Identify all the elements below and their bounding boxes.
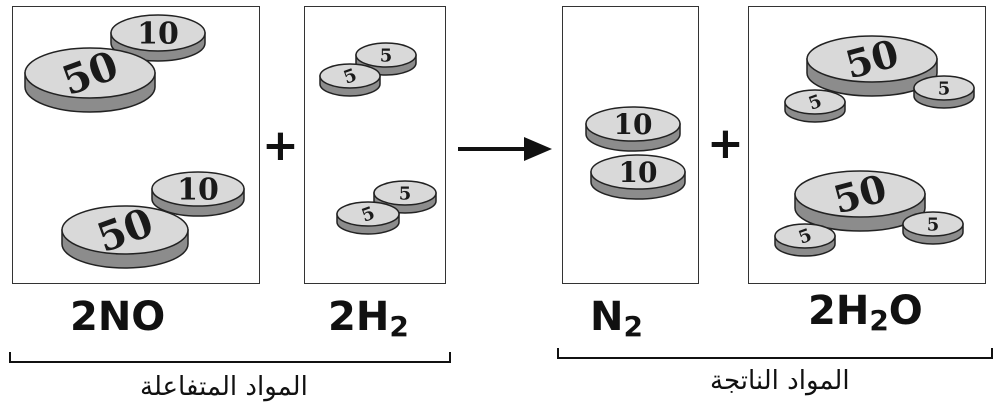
reactants-label: المواد المتفاعلة	[140, 372, 308, 402]
coin-10: 10	[151, 171, 245, 217]
formula-main: 2NO	[70, 294, 166, 340]
formula-2h2o: 2H2O	[808, 288, 923, 337]
formula-subscript: 2	[869, 304, 889, 337]
reactants-bracket	[9, 352, 451, 363]
formula-2no: 2NO	[70, 294, 165, 340]
coin-value-label: 5	[927, 214, 940, 235]
formula-subscript: 2	[623, 310, 643, 343]
coin-10: 10	[590, 154, 686, 200]
coin-value-label: 10	[137, 17, 179, 52]
coin-5: 5	[902, 211, 964, 245]
plus-sign-reactants: +	[262, 120, 299, 171]
coin-10: 10	[585, 106, 681, 152]
coin-value-label: 10	[619, 156, 658, 189]
plus-sign-products: +	[707, 118, 744, 169]
reaction-arrow	[458, 137, 552, 161]
coin-5: 5	[319, 63, 381, 97]
coin-50: 50	[61, 199, 189, 269]
coin-5: 5	[913, 75, 975, 109]
coin-value-label: 10	[177, 173, 219, 208]
coin-50: 50	[794, 165, 926, 232]
products-bracket	[557, 348, 993, 359]
formula-main: N	[590, 294, 624, 340]
coin-value-label: 5	[938, 78, 951, 99]
formula-subscript: 2	[389, 310, 409, 343]
coin-5: 5	[774, 223, 836, 257]
formula-n2: N2	[590, 294, 643, 343]
coin-value-label: 10	[614, 108, 653, 141]
coin-5: 5	[336, 201, 400, 235]
formula-end: O	[888, 288, 923, 334]
coin-5: 5	[784, 89, 846, 123]
formula-main: 2H	[328, 294, 390, 340]
coin-value-label: 5	[399, 183, 412, 204]
formula-2h2: 2H2	[328, 294, 409, 343]
formula-main: 2H	[808, 288, 870, 334]
coin-10: 10	[110, 14, 206, 62]
products-label: المواد الناتجة	[710, 366, 850, 396]
coin-50: 50	[806, 30, 938, 97]
coin-50: 50	[24, 42, 156, 113]
coin-value-label: 5	[380, 45, 393, 66]
